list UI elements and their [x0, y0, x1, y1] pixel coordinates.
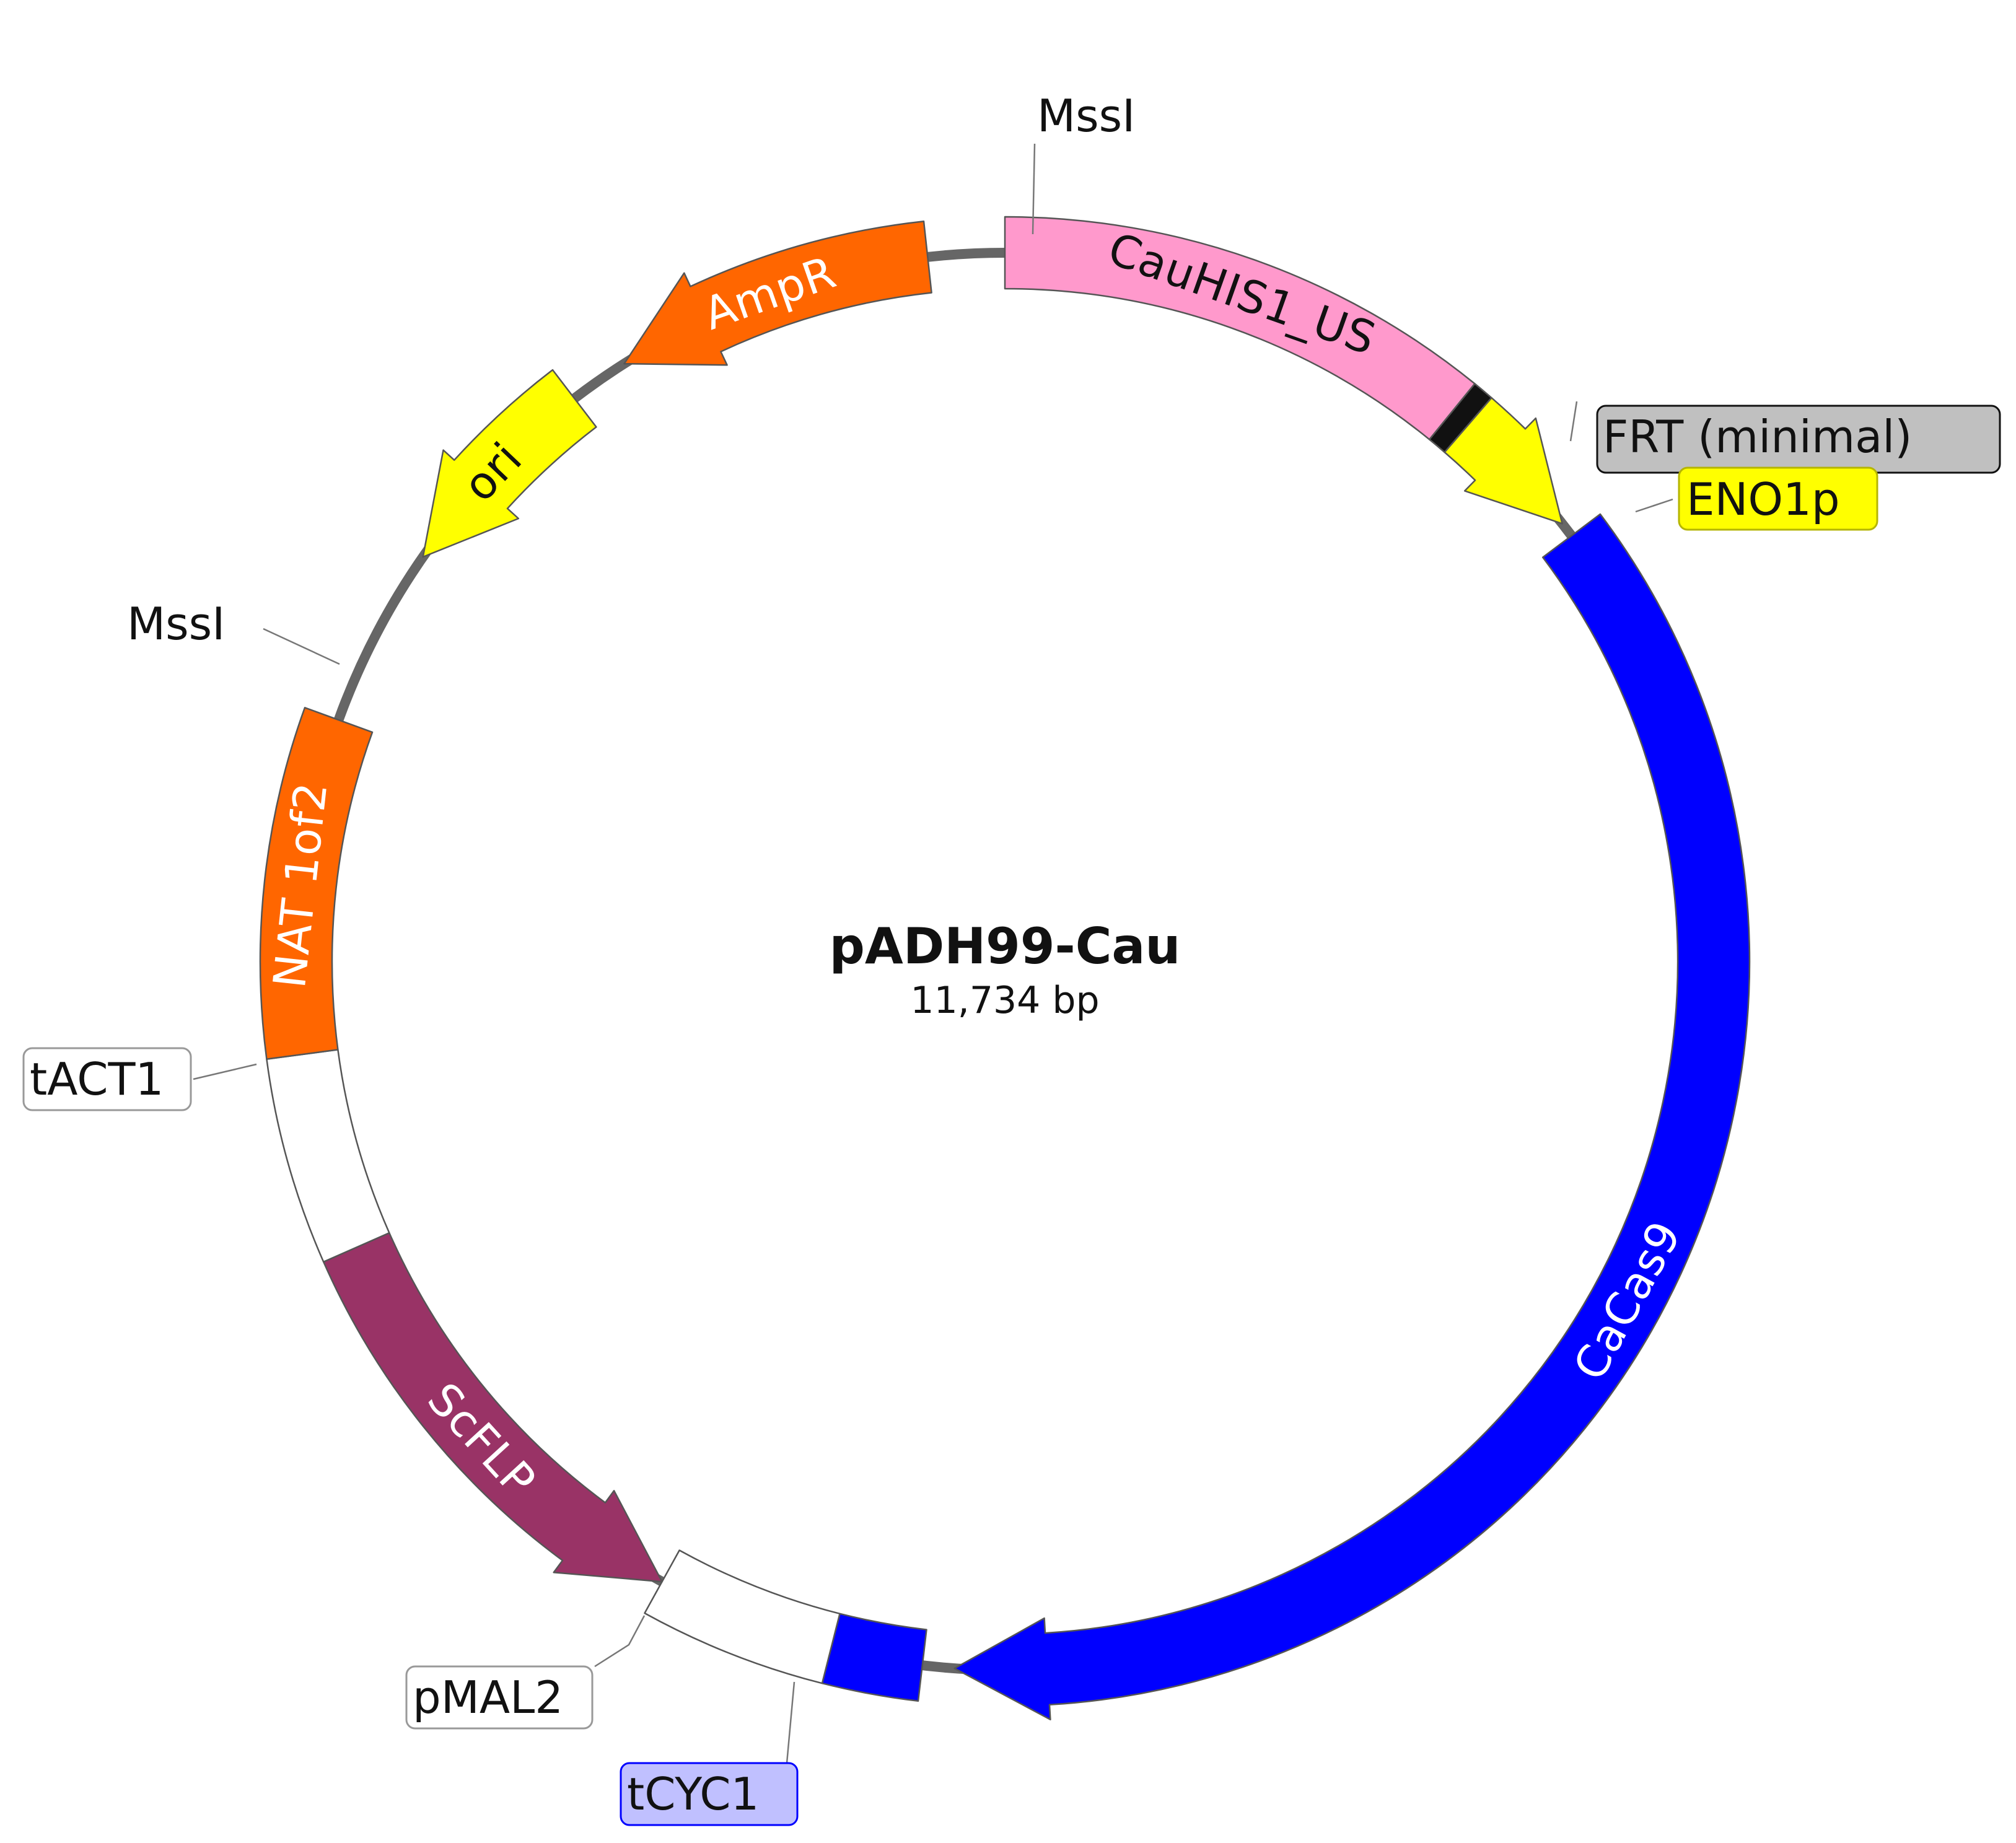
- label-eno1p-text: ENO1p: [1686, 473, 1840, 525]
- feature-scflp[interactable]: ScFLP: [322, 1232, 663, 1583]
- feature-cacas9[interactable]: CaCas9: [953, 513, 1751, 1721]
- leader-tact1: [193, 1063, 257, 1080]
- site-mssi-top-leader: [1032, 143, 1036, 235]
- feature-tcyc1[interactable]: [821, 1613, 927, 1702]
- feature-pmal2-shape: [644, 1549, 841, 1684]
- outside-labels-layer: FRT (minimal) ENO1p tACT1 pMAL2 tCYC1: [22, 405, 2001, 1826]
- feature-tcyc1-shape: [821, 1613, 927, 1702]
- site-mssi-left[interactable]: MssI: [127, 598, 340, 665]
- feature-eno1p-shape: [1444, 396, 1563, 525]
- feature-cauhis1-us-shape: [1004, 216, 1476, 440]
- label-eno1p[interactable]: ENO1p: [1678, 466, 1878, 531]
- label-tcyc1[interactable]: tCYC1: [620, 1762, 799, 1826]
- feature-nat-1of2-shape: [259, 707, 374, 1060]
- leader-tcyc1: [786, 1681, 795, 1764]
- label-eno1p-box: [1678, 466, 1878, 531]
- label-tact1-text: tACT1: [30, 1053, 164, 1105]
- site-mssi-left-label: MssI: [127, 598, 225, 650]
- feature-pmal2[interactable]: [644, 1549, 841, 1684]
- site-mssi-top-label: MssI: [1037, 90, 1135, 142]
- leader-eno1p: [1635, 498, 1673, 513]
- label-tcyc1-text: tCYC1: [627, 1768, 759, 1820]
- feature-tact1-shape: [266, 1049, 390, 1263]
- leader-frt-minimal: [1569, 401, 1578, 442]
- feature-ampr[interactable]: AmpR: [623, 220, 932, 366]
- site-mssi-left-leader: [263, 628, 340, 665]
- feature-ori-shape: [422, 369, 597, 558]
- label-tact1[interactable]: tACT1: [22, 1047, 192, 1111]
- label-pmal2-text: pMAL2: [413, 1671, 563, 1723]
- plasmid-name: pADH99-Cau: [830, 917, 1181, 975]
- feature-scflp-shape: [322, 1232, 663, 1583]
- label-tact1-box: [22, 1047, 192, 1111]
- feature-cauhis1-us[interactable]: CauHIS1_US: [1004, 216, 1476, 440]
- label-pmal2-box: [405, 1665, 594, 1730]
- leader-pmal2: [594, 1615, 646, 1668]
- feature-ampr-shape: [623, 220, 932, 366]
- label-frt-minimal[interactable]: FRT (minimal): [1596, 405, 2001, 474]
- leaders-layer: [193, 401, 1673, 1764]
- feature-cacas9-shape: [953, 513, 1751, 1721]
- site-mssi-top[interactable]: MssI: [1032, 90, 1135, 235]
- label-frt-minimal-text: FRT (minimal): [1603, 411, 1912, 463]
- label-pmal2[interactable]: pMAL2: [405, 1665, 594, 1730]
- feature-eno1p[interactable]: [1444, 396, 1563, 525]
- feature-nat-1of2[interactable]: NAT 1of2: [259, 707, 374, 1060]
- label-tcyc1-box: [620, 1762, 799, 1826]
- plasmid-size: 11,734 bp: [910, 979, 1099, 1022]
- feature-tact1[interactable]: [266, 1049, 390, 1263]
- feature-ori[interactable]: ori: [422, 369, 597, 558]
